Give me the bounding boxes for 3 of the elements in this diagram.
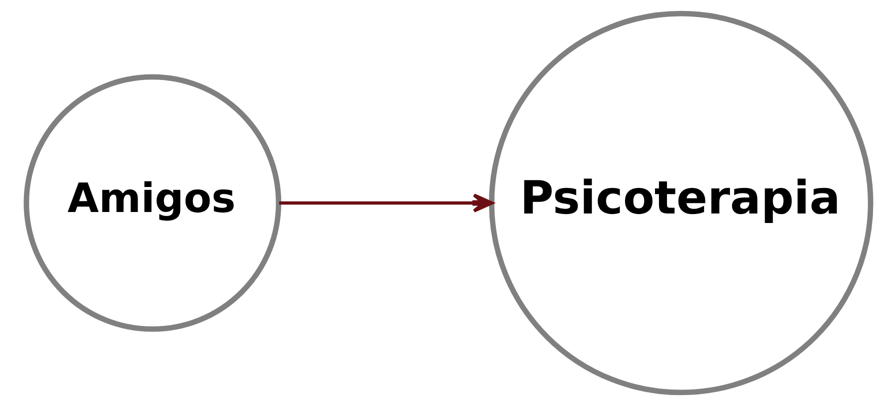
node-circle: Psicoterapia xyxy=(488,10,873,396)
node-circle: Amigos xyxy=(23,74,281,332)
arrow xyxy=(278,193,493,213)
